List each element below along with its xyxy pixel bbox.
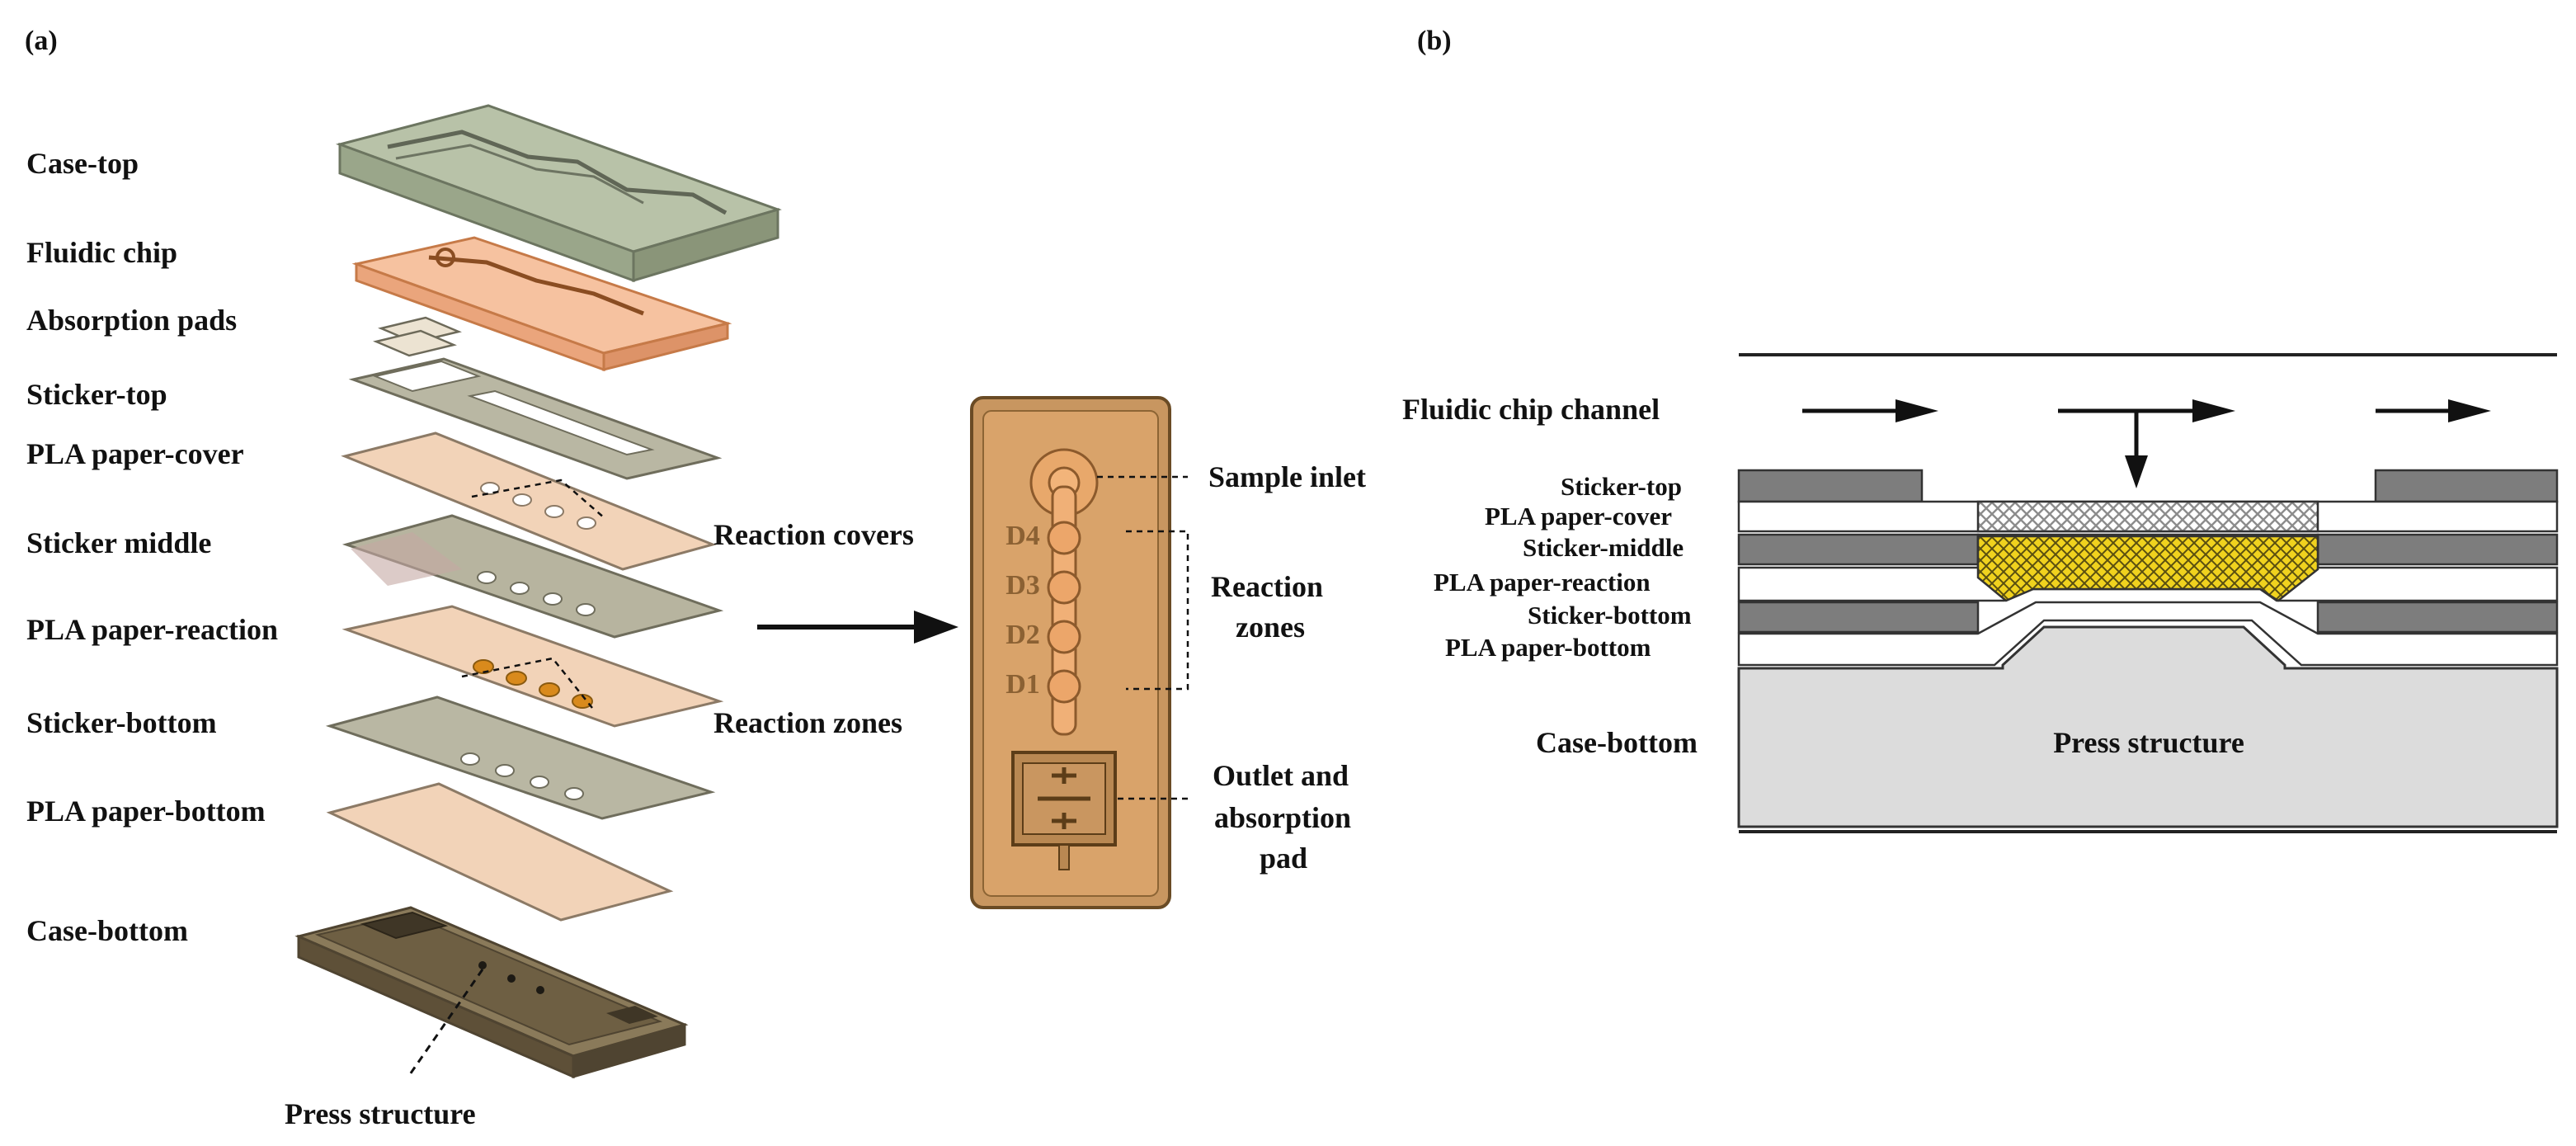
sticker-top-layer: [348, 357, 723, 480]
case-bottom-layer: [294, 906, 689, 1079]
pla-paper-reaction-layer: [341, 605, 724, 728]
b-label-pla-paper-bottom: PLA paper-bottom: [1445, 633, 1651, 662]
zone-label-d2: D2: [1005, 620, 1040, 650]
layer-label-absorption-pads: Absorption pads: [26, 304, 237, 337]
layer-label-fluidic-chip: Fluidic chip: [26, 236, 177, 269]
press-structure-label: Press structure: [285, 1097, 476, 1130]
b-label-sticker-middle: Sticker-middle: [1523, 533, 1684, 562]
sample-inlet-label: Sample inlet: [1208, 460, 1366, 493]
layer-label-sticker-top: Sticker-top: [26, 378, 167, 411]
outlet-label-2: absorption: [1214, 801, 1351, 834]
layer-label-sticker-bottom: Sticker-bottom: [26, 706, 217, 739]
case-top-layer: [335, 104, 782, 283]
arrow-to-device: [757, 611, 958, 644]
device-reaction-label-2: zones: [1236, 611, 1305, 644]
layer-label-pla-paper-bottom: PLA paper-bottom: [26, 795, 266, 828]
pla-paper-bottom-layer: [326, 782, 674, 922]
b-label-pla-paper-reaction: PLA paper-reaction: [1434, 568, 1651, 597]
reaction-zones-bracket: [1126, 530, 1189, 691]
panel-a-label: (a): [25, 26, 58, 56]
zone-label-d3: D3: [1005, 570, 1040, 601]
b-label-fluidic-chip-channel: Fluidic chip channel: [1402, 393, 1660, 426]
b-label-pla-paper-cover: PLA paper-cover: [1485, 502, 1672, 531]
flow-arrows: [1802, 399, 2491, 488]
cross-section: [1737, 469, 2559, 833]
b-label-sticker-bottom: Sticker-bottom: [1528, 601, 1692, 630]
outlet-label-1: Outlet and: [1213, 759, 1349, 792]
layer-label-case-top: Case-top: [26, 147, 139, 180]
layer-label-pla-paper-cover: PLA paper-cover: [26, 437, 244, 470]
layer-label-case-bottom: Case-bottom: [26, 914, 188, 947]
fluidic-chip-layer: [351, 236, 732, 372]
press-structure-leader: [407, 969, 484, 1078]
zone-label-d4: D4: [1005, 521, 1040, 551]
b-label-sticker-top: Sticker-top: [1561, 472, 1682, 501]
assembled-device: D4 D3 D2 D1: [970, 396, 1171, 909]
outlet-label-3: pad: [1260, 842, 1307, 875]
pla-paper-cover-layer: [341, 432, 717, 571]
reaction-zones-callout-label: Reaction zones: [713, 706, 902, 739]
absorption-pads-layer: [373, 316, 462, 357]
sticker-middle-layer: [341, 514, 724, 639]
layer-label-pla-paper-reaction: PLA paper-reaction: [26, 613, 278, 646]
sticker-bottom-layer: [325, 696, 716, 820]
press-structure-b-label: Press structure: [2053, 726, 2244, 759]
reaction-covers-label: Reaction covers: [713, 518, 914, 551]
b-label-case-bottom: Case-bottom: [1536, 726, 1698, 759]
panel-b-label: (b): [1417, 26, 1452, 56]
zone-label-d1: D1: [1005, 669, 1040, 700]
layer-label-sticker-middle: Sticker middle: [26, 526, 211, 559]
device-reaction-label-1: Reaction: [1211, 570, 1323, 603]
